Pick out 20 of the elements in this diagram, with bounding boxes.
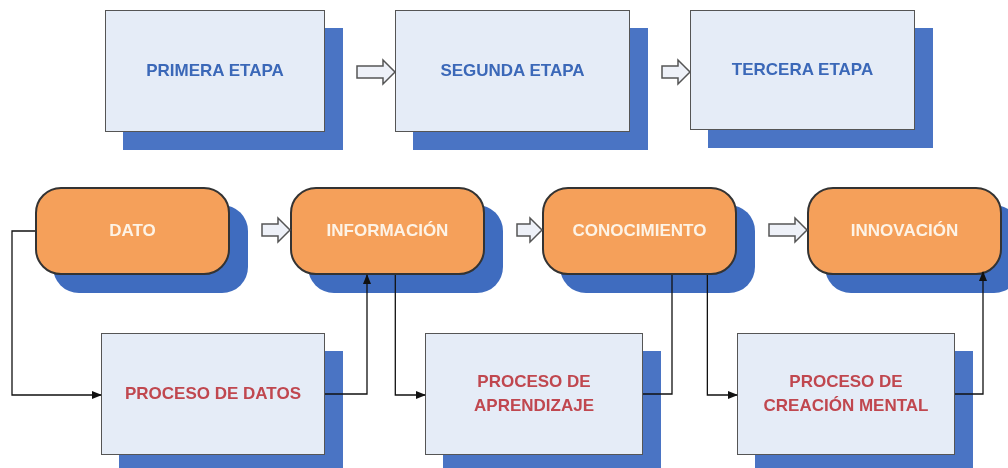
- node-label: CONOCIMIENTO: [572, 220, 707, 243]
- node-label: DATO: [109, 220, 156, 243]
- block-arrow: [261, 216, 292, 244]
- block-arrow: [661, 58, 692, 86]
- node-label: SEGUNDA ETAPA: [440, 60, 585, 83]
- node-label: INFORMACIÓN: [326, 220, 449, 243]
- block-arrow: [768, 216, 809, 244]
- connector-arrow: [11, 230, 102, 399]
- node-label: PRIMERA ETAPA: [146, 60, 284, 83]
- connector-arrow: [394, 274, 426, 399]
- node-label: PROCESO DE APRENDIZAJE: [473, 371, 595, 417]
- node-label: PROCESO DE DATOS: [125, 383, 301, 405]
- connector-arrow: [324, 274, 371, 395]
- block-arrow: [356, 58, 397, 86]
- connector-arrow: [954, 271, 987, 395]
- node-label: INNOVACIÓN: [850, 220, 959, 243]
- block-arrow: [516, 216, 544, 244]
- node-label: TERCERA ETAPA: [731, 59, 874, 82]
- node-label: PROCESO DE CREACIÓN MENTAL: [762, 371, 930, 417]
- connector-arrow: [706, 274, 738, 399]
